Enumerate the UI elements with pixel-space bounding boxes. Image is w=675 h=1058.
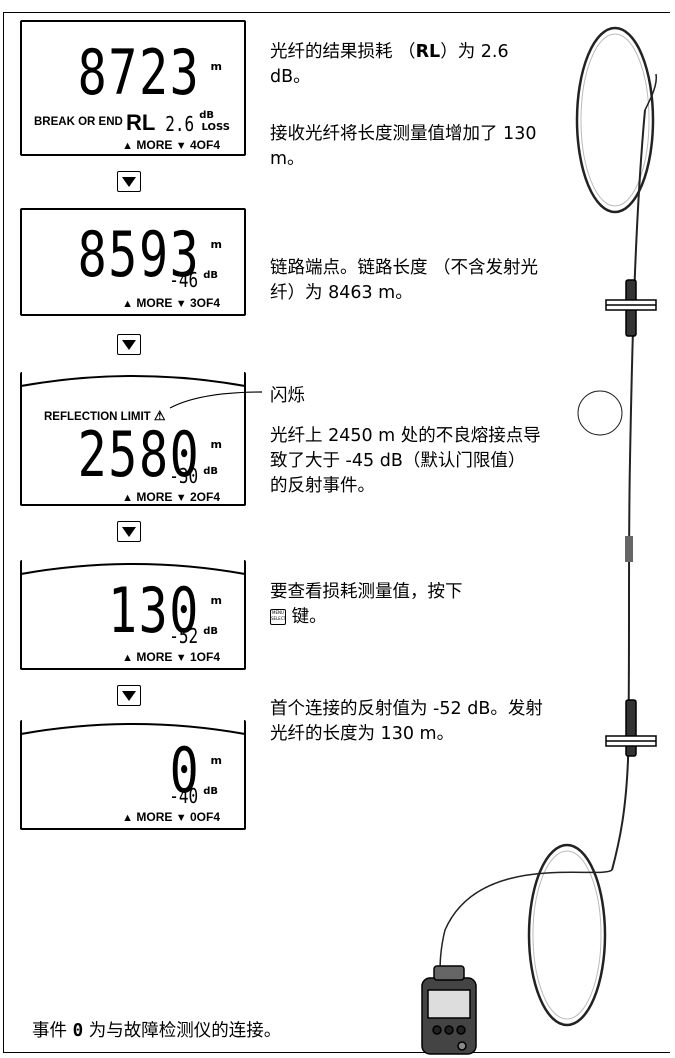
- distance-readout: 130: [107, 574, 200, 647]
- db-unit: dB: [203, 466, 218, 477]
- db-unit: dB: [203, 626, 218, 637]
- db-unit: dB: [203, 270, 218, 281]
- down-triangle-icon: ▼: [175, 298, 187, 310]
- rl-label: RL: [126, 110, 156, 135]
- down-arrow-button[interactable]: [117, 334, 141, 355]
- down-triangle-icon: ▼: [175, 140, 187, 152]
- footer-note: 事件 0 为与故障检测仪的连接。: [32, 1021, 282, 1041]
- splice-sleeve: [625, 536, 633, 562]
- desc-receive-fiber: 接收光纤将长度测量值增加了 130 m。: [270, 124, 537, 169]
- up-triangle-icon: ▲: [122, 298, 134, 310]
- reflectance-value: -30: [169, 464, 198, 488]
- distance-readout: 2580: [77, 418, 200, 491]
- unit-label: m: [210, 754, 222, 767]
- figure-frame: [3, 12, 670, 1053]
- page-index: 1OF4: [189, 650, 220, 664]
- reflectance-value: -40: [169, 784, 198, 808]
- unit-label: m: [210, 594, 222, 607]
- down-triangle-icon: ▼: [175, 492, 187, 504]
- up-triangle-icon: ▲: [122, 652, 134, 664]
- receive-fiber-spool: [575, 26, 655, 214]
- down-arrow-button[interactable]: [117, 685, 141, 706]
- page-index: 3OF4: [189, 296, 220, 310]
- down-arrow-icon: [122, 176, 136, 187]
- desc-bad-splice: 光纤上 2450 m 处的不良熔接点导致了大于 -45 dB（默认门限值）的反射…: [270, 426, 541, 496]
- page-index: 4OF4: [189, 138, 220, 152]
- unit-label: m: [210, 438, 222, 451]
- desc-link-end: 链路端点。链路长度 （不含发射光纤）为 8463 m。: [270, 258, 539, 303]
- reflection-limit-label: REFLECTION LIMIT ⚠: [44, 408, 166, 423]
- up-triangle-icon: ▲: [122, 812, 134, 824]
- launch-fiber-spool: [527, 843, 607, 1027]
- unit-label: m: [210, 238, 222, 251]
- distance-readout: 0: [169, 734, 200, 807]
- otdr-tester-device: [421, 965, 477, 1055]
- event-loop: [581, 760, 625, 804]
- down-arrow-button[interactable]: [117, 521, 141, 542]
- lcd-screen-4: 130 m -52 dB ▲ MORE ▼ 1OF4: [20, 560, 246, 670]
- lcd-screen-3: REFLECTION LIMIT ⚠ 2580 m -30 dB ▲ MORE …: [20, 372, 246, 506]
- lcd-curved-top: [20, 723, 246, 735]
- lcd-screen-2: 8593 m -46 dB ▲ MORE ▼ 3OF4: [20, 208, 246, 316]
- flash-label: 闪烁: [270, 386, 305, 406]
- more-indicator: ▲ MORE ▼ 3OF4: [122, 296, 220, 310]
- loss-unit: LOSS: [201, 122, 230, 133]
- down-arrow-icon: [122, 526, 136, 537]
- more-indicator: ▲ MORE ▼ 2OF4: [122, 490, 220, 504]
- down-arrow-button[interactable]: [117, 171, 141, 192]
- more-indicator: ▲ MORE ▼ 1OF4: [122, 650, 220, 664]
- reflectance-value: -46: [169, 268, 198, 292]
- unit-label: m: [210, 60, 222, 73]
- down-arrow-icon: [122, 690, 136, 701]
- distance-readout: 8593: [77, 218, 200, 291]
- more-indicator: ▲ MORE ▼ 4OF4: [122, 138, 220, 152]
- page-index: 0OF4: [189, 810, 220, 824]
- distance-readout: 8723: [77, 36, 200, 109]
- up-triangle-icon: ▲: [122, 140, 134, 152]
- db-unit: dB: [199, 110, 214, 121]
- more-indicator: ▲ MORE ▼ 0OF4: [122, 810, 220, 824]
- connector-adapter-bottom: [605, 699, 657, 757]
- up-triangle-icon: ▲: [122, 492, 134, 504]
- lcd-screen-5: 0 m -40 dB ▲ MORE ▼ 0OF4: [20, 720, 246, 830]
- lcd-curved-top: [20, 375, 246, 387]
- page-index: 2OF4: [189, 490, 220, 504]
- db-unit: dB: [203, 786, 218, 797]
- lcd-screen-1: 8723 m BREAK OR END RL 2.6 dB LOSS ▲ MOR…: [20, 20, 246, 156]
- warning-icon: ⚠: [153, 408, 166, 423]
- desc-rl: 光纤的结果损耗 （RL）为 2.6 dB。: [270, 42, 509, 87]
- splice-loop: [577, 390, 623, 436]
- down-triangle-icon: ▼: [175, 812, 187, 824]
- down-triangle-icon: ▼: [175, 652, 187, 664]
- loss-value: 2.6: [165, 112, 194, 136]
- break-or-end-label: BREAK OR END: [34, 116, 123, 128]
- lcd-curved-top: [20, 563, 246, 575]
- reflectance-value: -52: [169, 624, 198, 648]
- event-number: 0: [72, 1021, 84, 1041]
- down-arrow-icon: [122, 339, 136, 350]
- connector-adapter-top: [605, 279, 657, 337]
- desc-first-connection: 首个连接的反射值为 -52 dB。发射光纤的长度为 130 m。: [270, 699, 543, 744]
